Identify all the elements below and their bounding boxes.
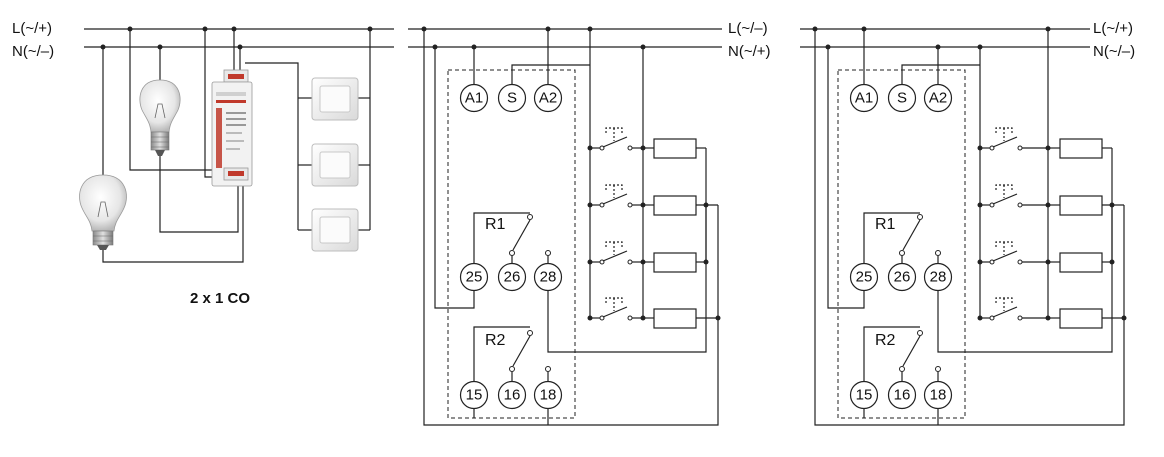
bus-label-top: L(~/–) xyxy=(728,20,768,37)
svg-text:16: 16 xyxy=(894,387,911,404)
load-resistor-icon xyxy=(653,308,697,329)
load-resistor-icon xyxy=(1059,195,1103,216)
bus-label-top: L(~/+) xyxy=(1093,20,1133,37)
svg-text:A1: A1 xyxy=(465,90,483,107)
light-bulb-icon xyxy=(139,79,181,156)
load-resistor-icon xyxy=(653,195,697,216)
wall-switch-icon xyxy=(311,77,359,121)
bus-label-bottom: N(~/+) xyxy=(728,43,771,60)
wall-switch-icon xyxy=(311,143,359,187)
terminal-18: 18 xyxy=(923,380,953,410)
relay-label-r1: R1 xyxy=(875,216,896,233)
push-button-icon xyxy=(587,184,646,208)
terminal-25: 25 xyxy=(849,262,879,292)
terminal-25: 25 xyxy=(459,262,489,292)
light-bulb-icon xyxy=(79,174,127,250)
terminal-s: S xyxy=(887,83,917,113)
svg-text:15: 15 xyxy=(856,387,873,404)
right-diagram: L(~/+) N(~/–) xyxy=(800,20,1135,426)
svg-text:16: 16 xyxy=(504,387,521,404)
terminal-28: 28 xyxy=(923,262,953,292)
svg-text:A2: A2 xyxy=(539,90,557,107)
terminal-16: 16 xyxy=(887,380,917,410)
relay-label-r1: R1 xyxy=(485,216,506,233)
push-button-icon xyxy=(977,184,1051,208)
relay-module-outline xyxy=(447,69,576,419)
push-button-icon xyxy=(977,241,1051,265)
terminal-15: 15 xyxy=(459,380,489,410)
svg-text:A1: A1 xyxy=(855,90,873,107)
terminal-a1: A1 xyxy=(849,83,879,113)
terminal-a2: A2 xyxy=(533,83,563,113)
push-button-icon xyxy=(977,297,1051,321)
wall-switch-icon xyxy=(311,208,359,252)
bus-label-bottom: N(~/–) xyxy=(1093,43,1135,60)
configuration-caption: 2 x 1 CO xyxy=(190,290,250,307)
svg-text:18: 18 xyxy=(930,387,947,404)
svg-text:26: 26 xyxy=(504,269,521,286)
push-button-icon xyxy=(587,241,646,265)
svg-text:S: S xyxy=(507,90,517,107)
svg-text:S: S xyxy=(897,90,907,107)
svg-text:A2: A2 xyxy=(929,90,947,107)
relay-label-r2: R2 xyxy=(875,332,896,349)
bus-label-bottom: N(~/–) xyxy=(12,43,54,60)
bus-label-top: L(~/+) xyxy=(12,20,52,37)
svg-text:25: 25 xyxy=(466,269,483,286)
terminal-18: 18 xyxy=(533,380,563,410)
relay-module-icon xyxy=(211,69,253,187)
push-button-icon xyxy=(587,297,646,321)
svg-text:28: 28 xyxy=(930,269,947,286)
svg-text:28: 28 xyxy=(540,269,557,286)
push-button-icon xyxy=(977,127,1051,151)
terminal-a1: A1 xyxy=(459,83,489,113)
terminal-26: 26 xyxy=(497,262,527,292)
terminal-28: 28 xyxy=(533,262,563,292)
left-panel: L(~/+) N(~/–) xyxy=(12,20,394,307)
terminal-16: 16 xyxy=(497,380,527,410)
middle-diagram: L(~/–) N(~/+) xyxy=(408,20,771,426)
push-button-icon xyxy=(587,127,646,151)
svg-text:26: 26 xyxy=(894,269,911,286)
terminal-s: S xyxy=(497,83,527,113)
svg-text:25: 25 xyxy=(856,269,873,286)
load-resistor-icon xyxy=(1059,138,1103,159)
terminal-26: 26 xyxy=(887,262,917,292)
load-resistor-icon xyxy=(1059,308,1103,329)
load-resistor-icon xyxy=(653,138,697,159)
terminal-15: 15 xyxy=(849,380,879,410)
relay-label-r2: R2 xyxy=(485,332,506,349)
load-resistor-icon xyxy=(1059,252,1103,273)
svg-text:15: 15 xyxy=(466,387,483,404)
terminal-a2: A2 xyxy=(923,83,953,113)
load-resistor-icon xyxy=(653,252,697,273)
relay-module-outline xyxy=(837,69,966,419)
svg-text:18: 18 xyxy=(540,387,557,404)
